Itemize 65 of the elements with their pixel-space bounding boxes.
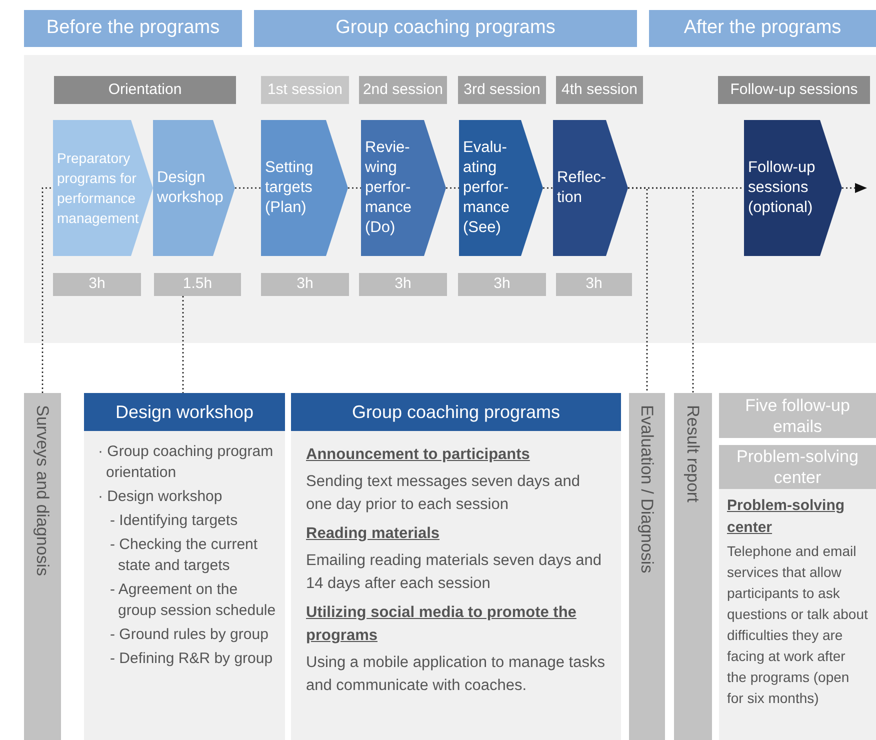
panel-header: Design workshop <box>84 393 285 431</box>
step-label: Evalu- ating perfor- mance (See) <box>463 138 511 238</box>
session-tag: 1st session <box>261 76 349 104</box>
topic-box: Problem-solving center <box>719 445 876 489</box>
list-item: · Group coaching program orientation <box>98 442 274 483</box>
description: Telephone and email services that allow participants to ask questions or talk about difficulties they are facing at work after the programs (open for six months) <box>727 542 868 708</box>
duration-tag: 3h <box>261 273 349 296</box>
description: Sending text messages seven days and one day prior to each session <box>306 472 582 515</box>
chevron-step <box>53 120 153 256</box>
info-panel <box>291 393 621 740</box>
session-tag: 4th session <box>556 76 643 104</box>
step-label: Reflec- tion <box>557 168 608 208</box>
phase-header: Before the programs <box>24 10 242 47</box>
panel-header: Group coaching programs <box>291 393 621 431</box>
session-tag: 3rd session <box>458 76 546 104</box>
stage-column <box>674 393 712 740</box>
dotted-connector <box>182 296 184 393</box>
column-label: Evaluation / Diagnosis <box>638 405 656 574</box>
step-label: Setting targets (Plan) <box>265 158 314 218</box>
list-item: - Defining R&R by group <box>109 649 274 669</box>
duration-tag: 3h <box>359 273 447 296</box>
chevron-step <box>153 120 235 256</box>
dotted-connector <box>446 187 459 189</box>
duration-tag: 3h <box>53 273 141 296</box>
phase-header: Group coaching programs <box>254 10 637 47</box>
chevron-step <box>553 120 628 256</box>
list-item: - Identifying targets <box>109 511 239 531</box>
subheading: Announcement to participants <box>306 445 531 465</box>
dotted-connector <box>42 187 53 393</box>
phase-header: After the programs <box>649 10 876 47</box>
list-item: · Design workshop <box>98 487 224 507</box>
stage-column <box>629 393 665 740</box>
chevron-step <box>744 120 842 256</box>
dotted-connector <box>628 187 694 393</box>
description: Emailing reading materials seven days and 14 days after each session <box>306 551 603 594</box>
subheading: Problem-solving center <box>727 496 846 538</box>
duration-tag: 3h <box>458 273 546 296</box>
dotted-connector <box>348 187 361 189</box>
description: Using a mobile application to manage tasks and communicate with coaches. <box>306 653 606 696</box>
list-item: - Ground rules by group <box>109 625 270 645</box>
step-label: Follow-up sessions (optional) <box>748 158 816 218</box>
info-panel <box>84 393 285 740</box>
info-panel <box>719 489 876 740</box>
column-label: Result report <box>684 405 702 502</box>
session-tag: Follow-up sessions <box>718 76 870 104</box>
step-label: Preparatory programs for performance management <box>57 149 140 228</box>
topic-box: Five follow-up emails <box>719 393 876 438</box>
step-label: Design workshop <box>157 168 224 208</box>
step-label: Revie- wing perfor- mance (Do) <box>365 138 413 238</box>
session-tag: Orientation <box>54 76 236 104</box>
dotted-arrow <box>842 183 867 193</box>
session-tag: 2nd session <box>359 76 447 104</box>
chevron-step <box>261 120 348 256</box>
duration-tag: 1.5h <box>154 273 241 296</box>
column-label: Surveys and diagnosis <box>34 405 51 576</box>
dotted-connector <box>543 187 553 189</box>
subheading: Reading materials <box>306 524 441 544</box>
chevron-step <box>459 120 543 256</box>
chevron-step <box>361 120 446 256</box>
list-item: - Agreement on the group session schedule <box>109 580 277 621</box>
list-item: - Checking the current state and targets <box>109 535 259 576</box>
dotted-connector <box>235 187 261 189</box>
duration-tag: 3h <box>556 273 632 296</box>
stage-column <box>24 393 61 740</box>
subheading: Utilizing social media to promote the programs <box>306 603 578 646</box>
